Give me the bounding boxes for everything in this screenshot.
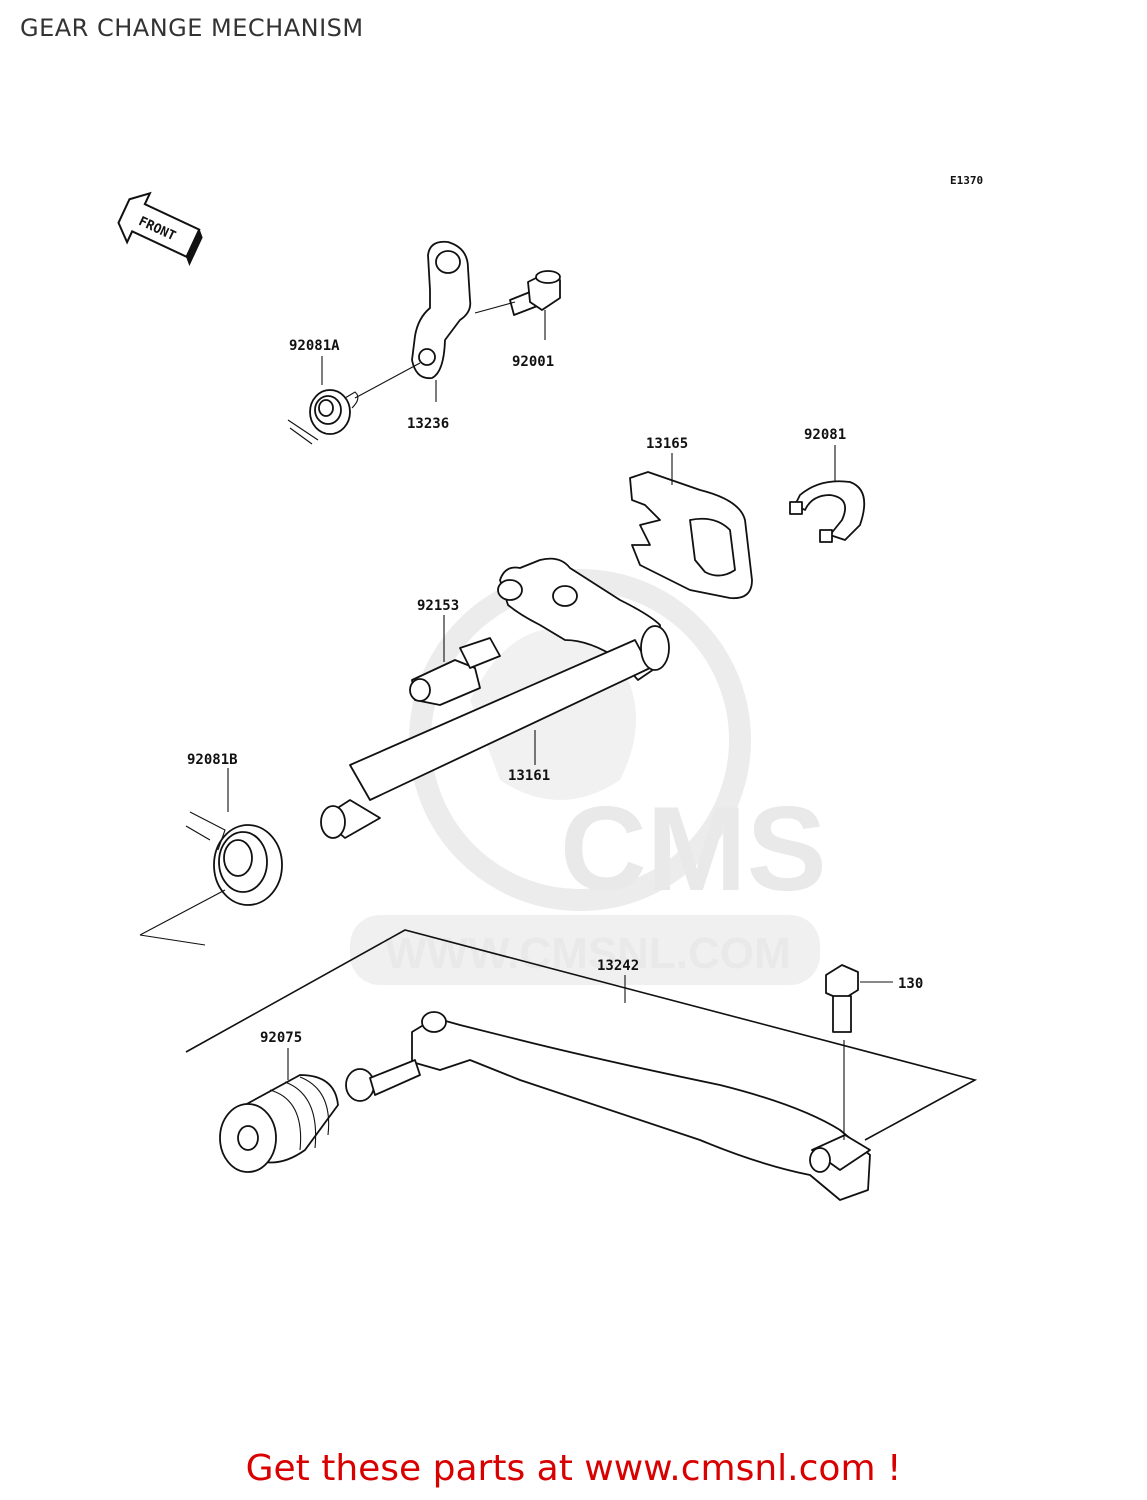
watermark-url: WWW.CMSNL.COM [385,929,791,978]
part-92153-pin [409,637,501,706]
callout-92001: 92001 [512,354,554,370]
page-title: GEAR CHANGE MECHANISM [20,14,364,42]
callout-13161: 13161 [508,768,550,784]
diagram-code: E1370 [950,174,983,187]
part-92001-bolt [509,270,561,316]
front-arrow-icon: FRONT [117,191,203,267]
callout-92075: 92075 [260,1030,302,1046]
part-13165-plate [629,471,753,600]
callout-92081A: 92081A [289,338,340,354]
part-130-bolt [825,964,859,1033]
callout-130: 130 [898,976,923,992]
part-13161-shaft [320,557,670,839]
callout-92081: 92081 [804,427,846,443]
callout-92081B: 92081B [187,752,238,768]
callout-13236: 13236 [407,416,449,432]
assembly-bracket [185,929,978,1141]
watermark-brand: CMS [560,782,827,916]
callout-92153: 92153 [417,598,459,614]
footer-link[interactable]: Get these parts at www.cmsnl.com ! [245,1448,902,1489]
callout-13165: 13165 [646,436,688,452]
callout-13242: 13242 [597,958,639,974]
part-92081-clip [789,480,866,543]
part-13242-lever [345,1011,871,1201]
part-92081B-spring [185,811,283,906]
part-92075-rubber [219,1074,339,1173]
part-92081A-spring [287,389,359,445]
part-13236-arm [411,240,472,380]
